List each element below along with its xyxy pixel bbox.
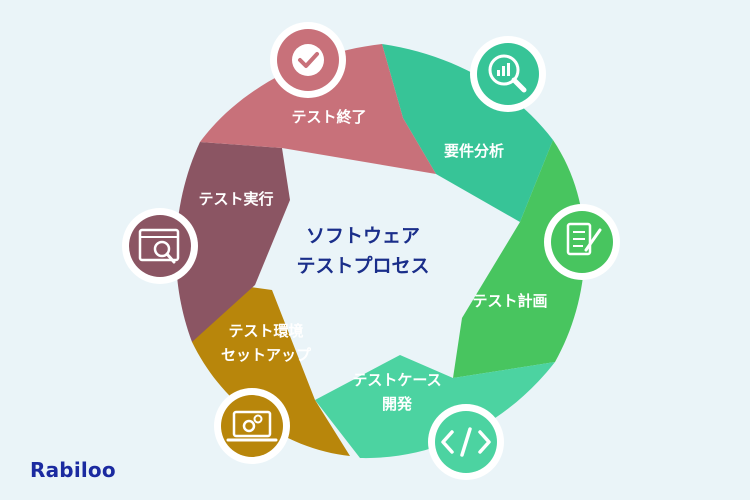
label-case-dev-1: テストケース [352, 371, 441, 389]
segment-env-setup [192, 280, 350, 456]
label-planning: テスト計画 [472, 292, 547, 310]
segment-execution [175, 142, 290, 342]
label-requirements: 要件分析 [444, 142, 504, 160]
code-brackets-icon [428, 404, 504, 480]
center-title-line2: テストプロセス [296, 254, 429, 277]
window-search-icon [122, 208, 198, 284]
segment-closure [200, 44, 436, 174]
label-closure: テスト終了 [291, 108, 366, 126]
center-circle [281, 166, 445, 330]
label-env-setup-1: テスト環境 [228, 322, 303, 340]
label-env-setup-2: セットアップ [221, 346, 312, 364]
brand-logo: Rabiloo [30, 458, 116, 482]
label-execution: テスト実行 [198, 190, 273, 208]
segment-requirements [382, 44, 553, 222]
clipboard-checklist-icon [544, 204, 620, 280]
segment-case-dev [315, 355, 555, 459]
center-title-line1: ソフトウェア [306, 225, 420, 247]
checkmark-icon [270, 22, 346, 98]
segment-planning [453, 140, 585, 378]
magnifier-chart-icon [470, 36, 546, 112]
label-case-dev-2: 開発 [382, 395, 413, 413]
laptop-gears-icon [214, 388, 290, 464]
